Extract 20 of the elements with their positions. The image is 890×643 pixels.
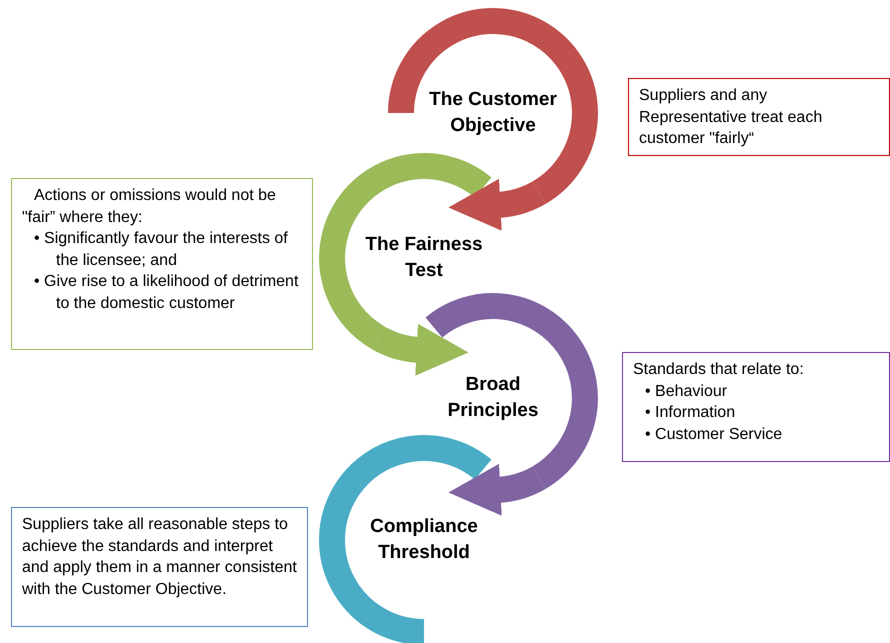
- note-text: Standards that relate to:: [633, 360, 805, 380]
- bullet-item: • Behaviour: [645, 382, 728, 402]
- note-text: Suppliers and any Representative treat each customer "fairly“: [639, 86, 824, 149]
- step-title: The Customer Objective: [428, 88, 558, 138]
- arrow: [448, 178, 545, 230]
- note-box: [11, 507, 308, 627]
- step-title: The Fairness Test: [364, 233, 484, 283]
- arrow: [448, 464, 545, 516]
- note-box: [11, 178, 313, 350]
- step-title: Broad Principles: [446, 373, 540, 423]
- arrow: [372, 324, 468, 376]
- bullet-item: • Customer Service: [645, 424, 784, 444]
- step-title: Compliance Threshold: [369, 515, 479, 565]
- note-box: [628, 78, 890, 156]
- note-box: [622, 352, 890, 462]
- note-text: Suppliers take all reasonable steps to achieve the standards and interpret and apply them in a manner consistent with the Customer Objective.: [22, 515, 297, 600]
- note-text: Actions or omissions would not be "fair” where they:: [22, 186, 277, 228]
- bullet-item: • Give rise to a likelihood of detriment to the domestic customer: [34, 272, 300, 314]
- bullet-item: • Information: [645, 403, 736, 423]
- bullet-item: • Significantly favour the interests of the licensee; and: [34, 229, 289, 270]
